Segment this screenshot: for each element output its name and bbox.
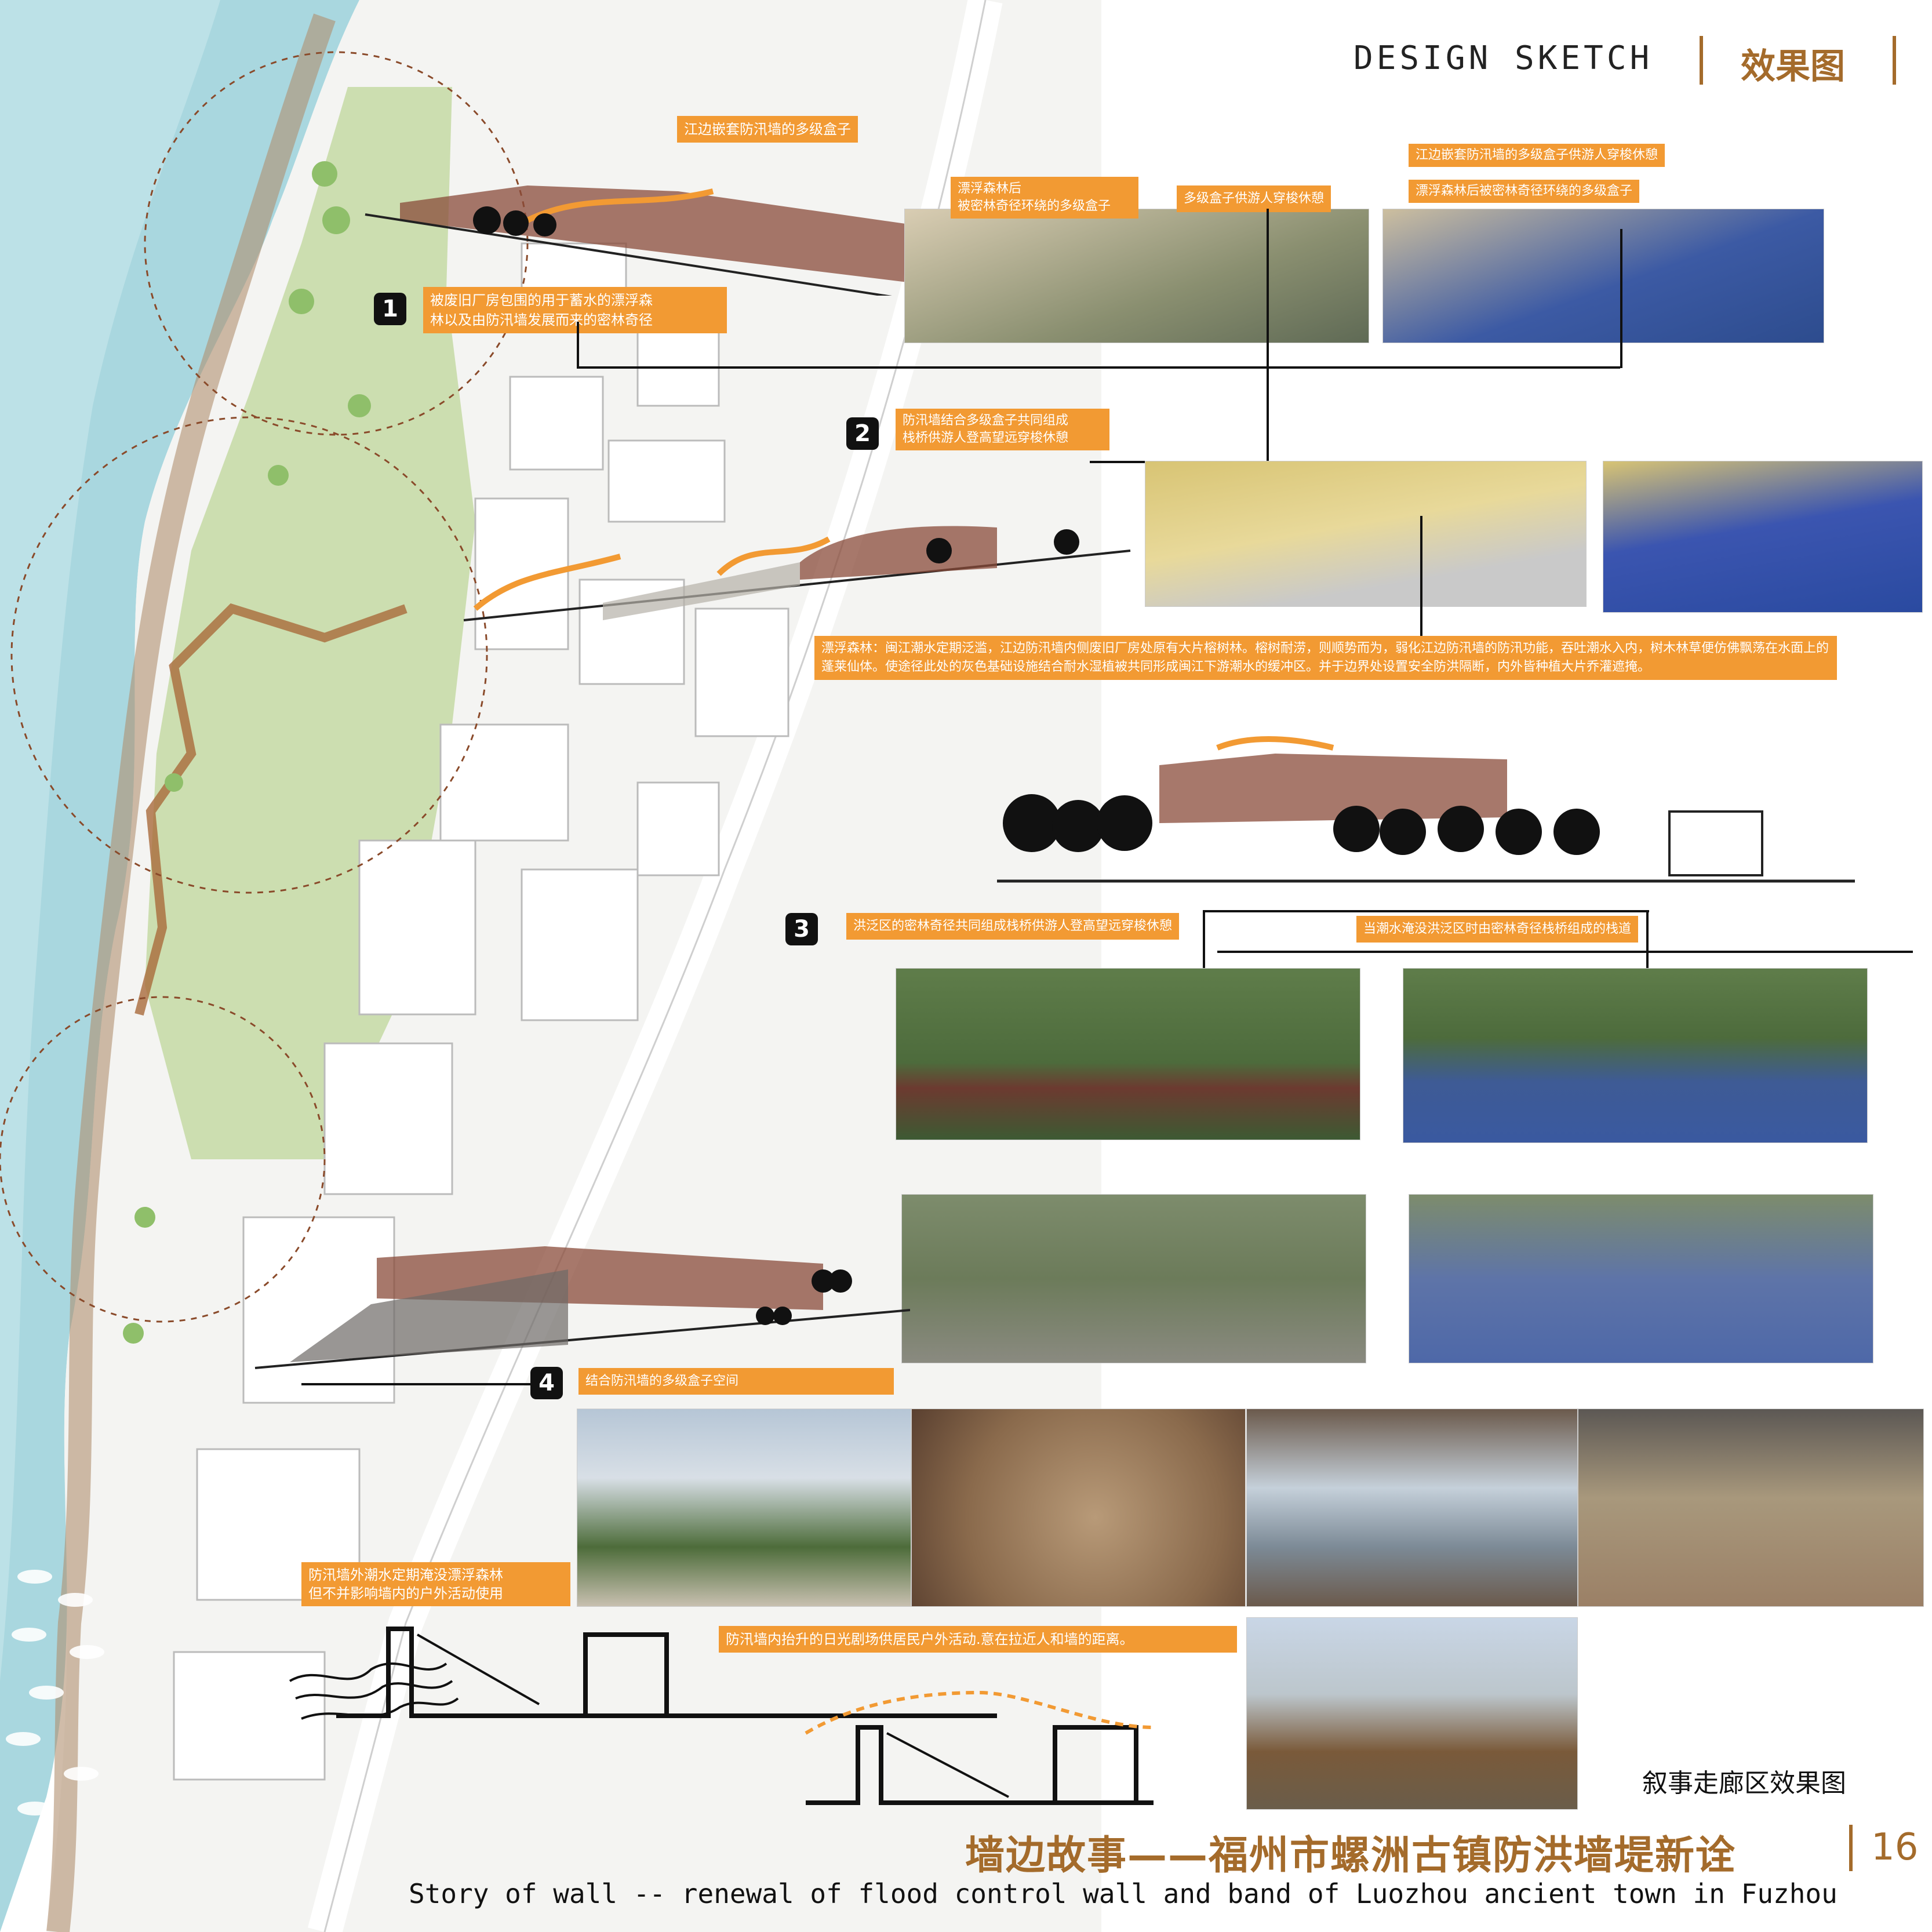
label-riverside-box-visitors: 江边嵌套防汛墙的多级盒子供游人穿梭休憩	[1409, 144, 1665, 167]
marker-4: 4	[530, 1367, 563, 1399]
section-sketch-2	[463, 526, 1131, 621]
zone-circle-3	[0, 996, 326, 1323]
render-zone2-a	[1145, 461, 1587, 607]
label-sunlight-theatre: 防汛墙内抬升的日光剧场供居民户外活动.意在拉近人和墙的距离。	[719, 1626, 1237, 1653]
marker-3: 3	[785, 913, 818, 945]
header-divider-2	[1893, 36, 1896, 85]
connector-line	[1420, 516, 1422, 638]
render-zone3-path-b	[1409, 1194, 1873, 1363]
render-zone4-theatre	[1246, 1617, 1578, 1810]
render-zone2-b	[1603, 461, 1923, 613]
render-zone1-a	[904, 209, 1369, 343]
section-sketch-3	[254, 1246, 910, 1369]
connector-line	[1267, 209, 1269, 464]
label-floating-forest-tide: 防汛墙外潮水定期淹没漂浮森林 但不并影响墙内的户外活动使用	[301, 1562, 570, 1606]
zone-circle-1	[144, 51, 529, 436]
label-floating-forest-description: 漂浮森林：闽江潮水定期泛滥，江边防汛墙内侧废旧厂房处原有大片榕树林。榕树耐涝，则…	[814, 636, 1837, 680]
riverside-boardwalk	[46, 13, 336, 1932]
label-tide-trestle-path: 当潮水淹没洪泛区时由密林奇径栈桥组成的栈道	[1356, 916, 1639, 943]
label-zone1-floating-forest: 被废旧厂房包围的用于蓄水的漂浮森 林以及由防汛墙发展而来的密林奇径	[423, 287, 727, 333]
elevation-sketch	[997, 736, 1855, 883]
connector-line	[577, 366, 1620, 369]
connector-line	[301, 1383, 530, 1385]
footer-divider	[1849, 1825, 1853, 1871]
render-zone4-tunnel-c	[1578, 1409, 1924, 1607]
marker-1: 1	[374, 293, 406, 325]
render-zone4-landscape	[577, 1409, 911, 1607]
render-zone4-tunnel-b	[1246, 1409, 1578, 1607]
connector-line	[1203, 910, 1649, 912]
render-zone1-b	[1382, 209, 1824, 343]
render-zone3-forest-flood	[1403, 968, 1868, 1143]
connector-line	[1646, 910, 1649, 1020]
footer-title-cn: 墙边故事——福州市螺洲古镇防洪墙堤新诠	[965, 1833, 1737, 1879]
label-boxes-for-visitors: 多级盒子供游人穿梭休憩	[1177, 185, 1331, 212]
header-title-en: DESIGN SKETCH	[1354, 39, 1653, 77]
header-title-cn: 效果图	[1741, 46, 1845, 87]
figure-caption: 叙事走廊区效果图	[1642, 1769, 1846, 1798]
footer-title-en: Story of wall -- renewal of flood contro…	[409, 1878, 1838, 1909]
label-forest-box-ring: 漂浮森林后被密林奇径环绕的多级盒子	[1409, 180, 1640, 203]
zone-circle-2	[10, 416, 488, 894]
label-riverside-multilevel-box: 江边嵌套防汛墙的多级盒子	[677, 116, 858, 143]
label-forest-behind: 漂浮森林后 被密林奇径环绕的多级盒子	[951, 177, 1138, 219]
marker-2: 2	[846, 417, 879, 450]
river-water	[0, 0, 359, 1932]
page-number: 16	[1871, 1826, 1919, 1869]
header-divider-1	[1700, 36, 1703, 85]
section-sketch-1	[365, 185, 922, 296]
label-flood-area-trestle: 洪泛区的密林奇径共同组成栈桥供游人登高望远穿梭休憩	[846, 913, 1180, 940]
connector-line	[1620, 229, 1622, 368]
connector-line	[1217, 951, 1913, 953]
render-zone3-forest-dry	[896, 968, 1360, 1140]
connector-line	[577, 322, 579, 368]
wall-section-diagram	[289, 1627, 1154, 1805]
render-zone4-tunnel-a	[911, 1409, 1246, 1607]
render-zone3-path-a	[901, 1194, 1366, 1363]
label-multilevel-box-space: 结合防汛墙的多级盒子空间	[578, 1368, 894, 1395]
label-flood-wall-trestle: 防汛墙结合多级盒子共同组成 栈桥供游人登高望远穿梭休憩	[896, 409, 1109, 450]
connector-line	[1203, 910, 1205, 1020]
